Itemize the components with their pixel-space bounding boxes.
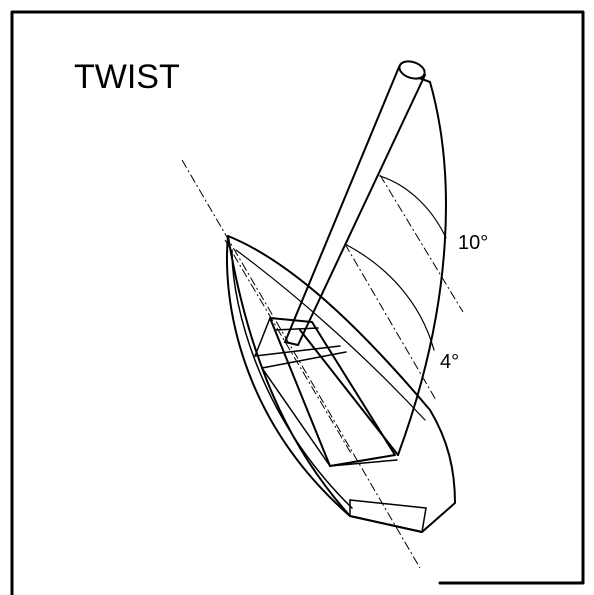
reference-lines xyxy=(181,159,464,569)
cockpit xyxy=(254,317,398,467)
angle-label-upper: 10° xyxy=(458,232,488,254)
sail xyxy=(299,77,447,456)
mast xyxy=(284,60,426,346)
angle-label-lower: 4° xyxy=(440,351,459,373)
diagram-title: TWIST xyxy=(74,58,180,96)
frame-border xyxy=(10,10,585,595)
hull xyxy=(225,235,456,533)
